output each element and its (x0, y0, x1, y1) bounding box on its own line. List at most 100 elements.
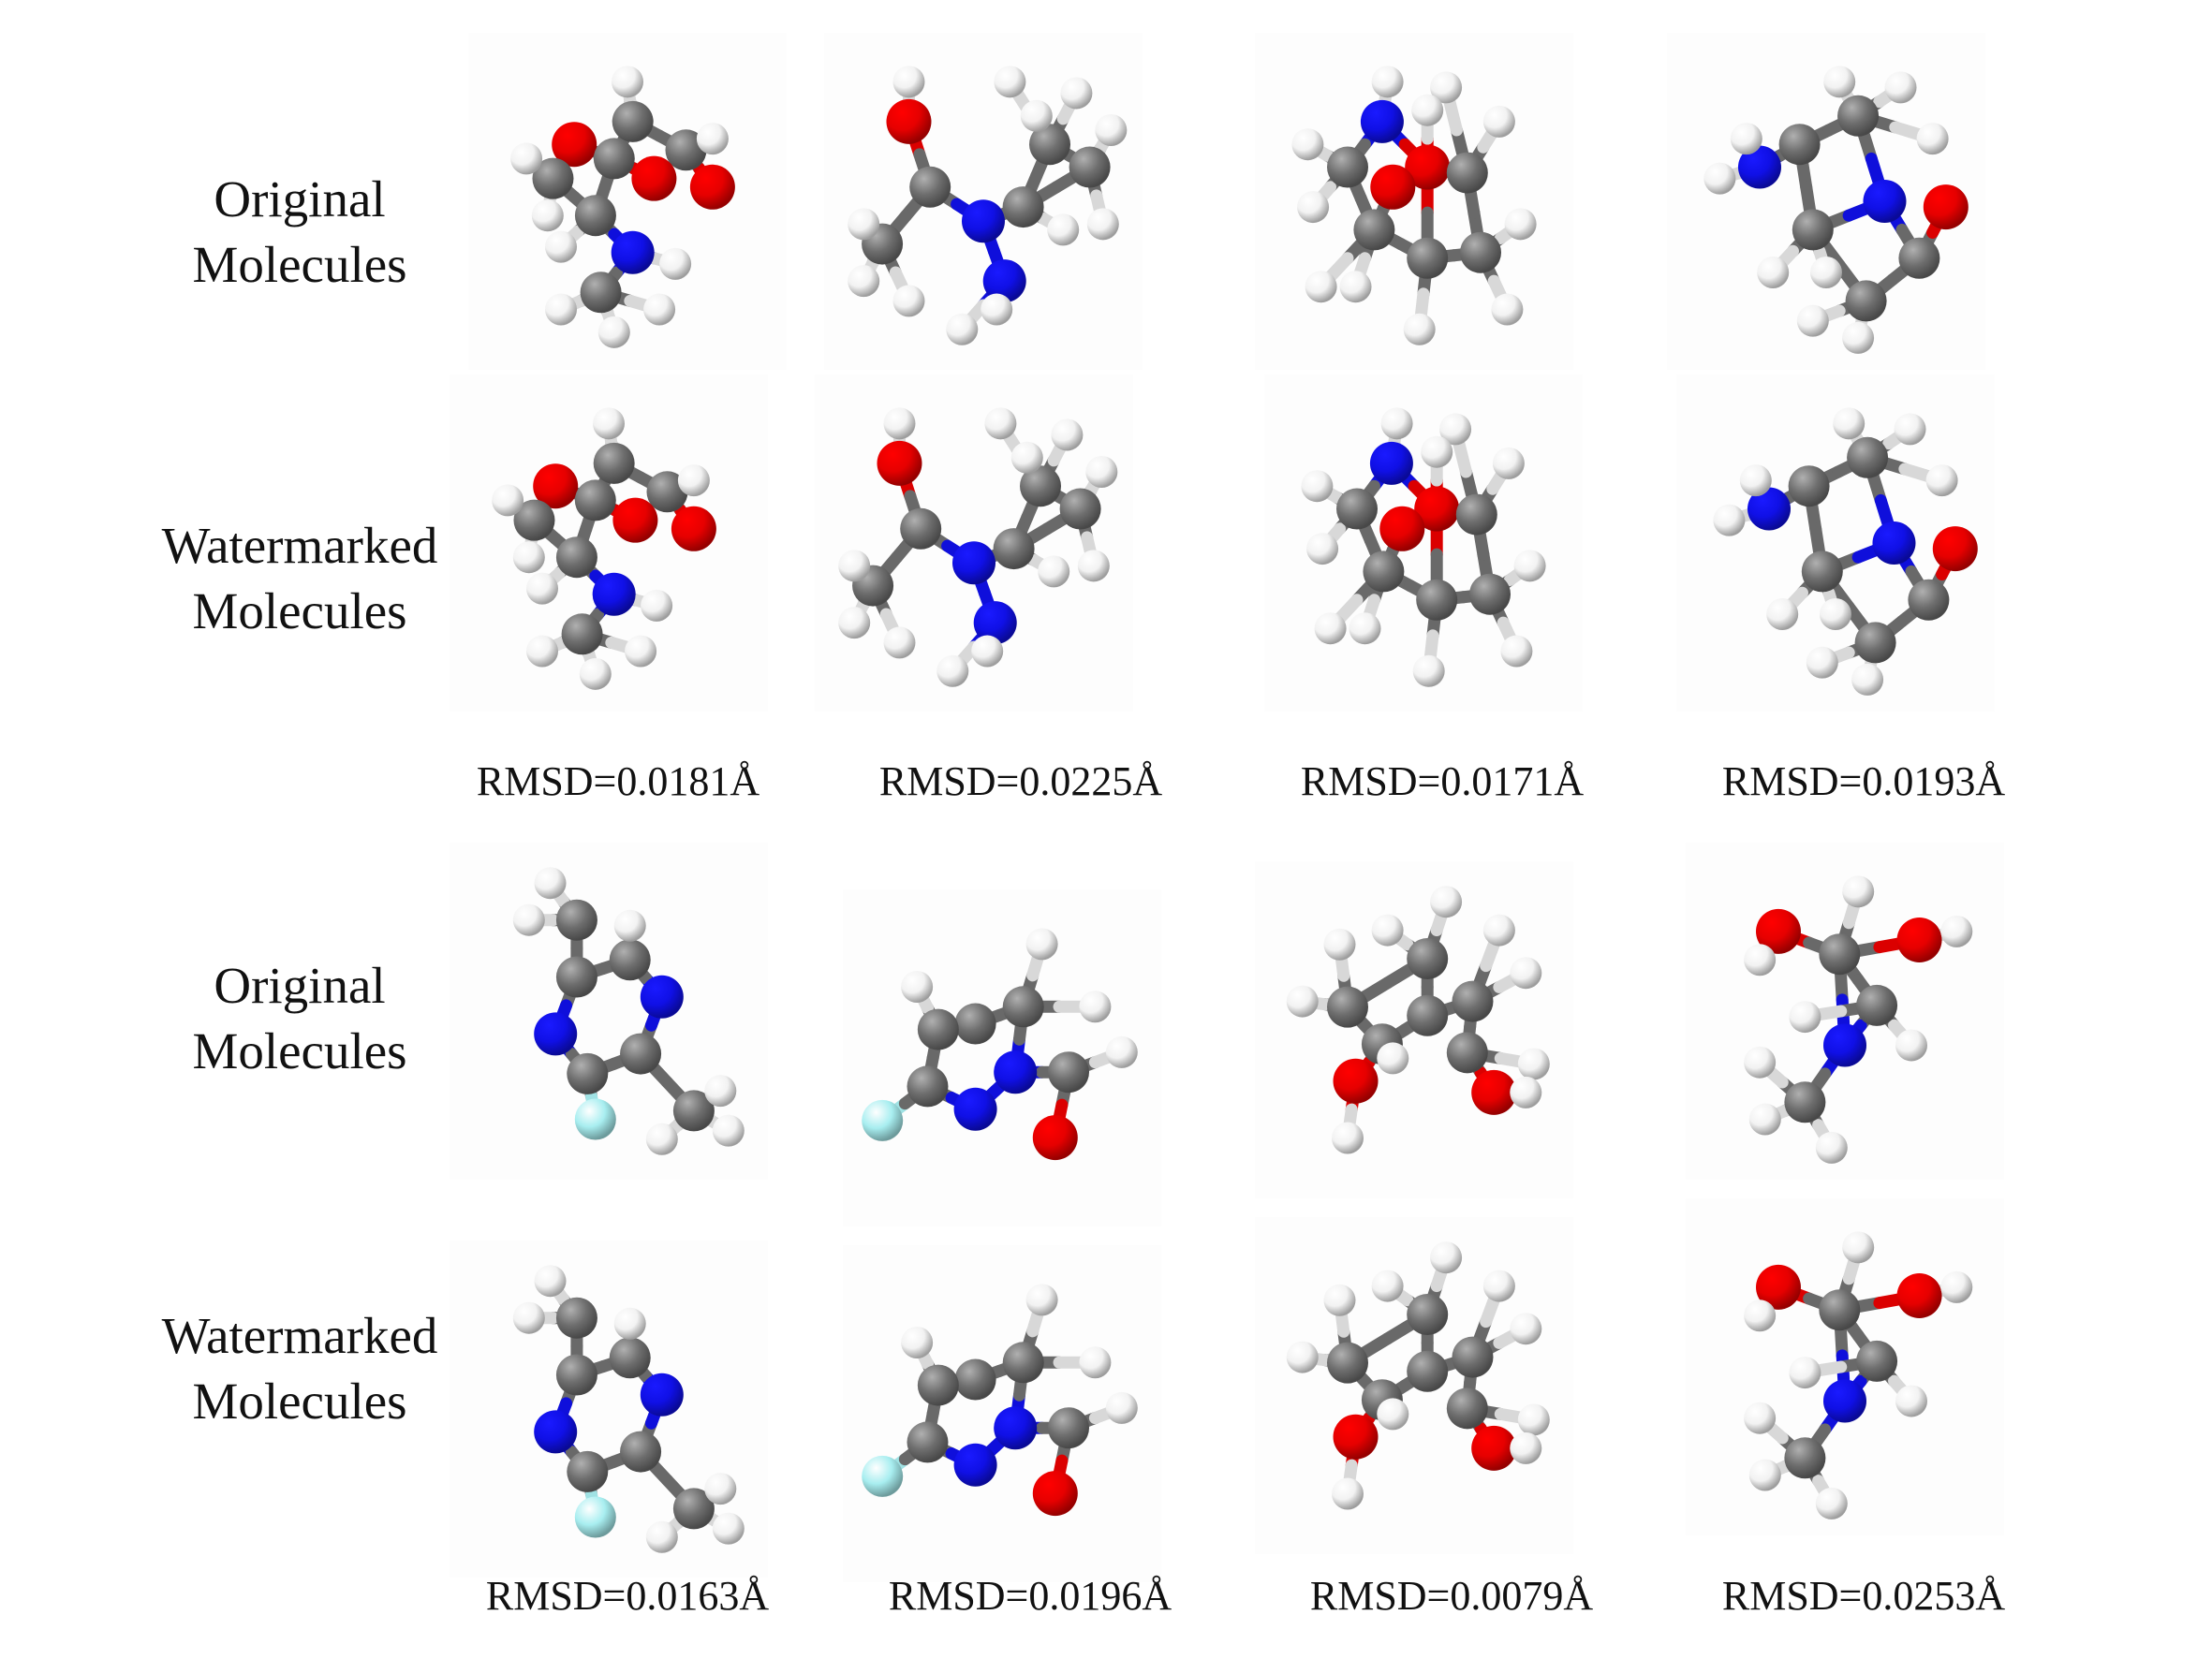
atom-oxygen (1756, 908, 1801, 954)
atom-hydrogen (1916, 123, 1949, 155)
atom-oxygen (877, 440, 922, 486)
atom-carbon (1847, 436, 1889, 478)
atom-carbon (1455, 493, 1497, 536)
atom-hydrogen (1332, 1477, 1364, 1510)
atom-hydrogen (1823, 66, 1856, 98)
atom-nitrogen (1872, 521, 1916, 565)
atom-carbon (593, 138, 635, 180)
row-label-watermarked-1: Watermarked Molecules (161, 517, 438, 639)
molecule-render (1703, 66, 1969, 354)
atom-hydrogen (1305, 271, 1337, 303)
molecule-render (1301, 407, 1546, 687)
atom-hydrogen (1744, 1402, 1777, 1434)
atom-carbon (567, 1052, 609, 1094)
atom-hydrogen (1810, 257, 1842, 288)
atom-oxygen (886, 98, 932, 144)
atom-oxygen (1032, 1471, 1078, 1517)
atom-hydrogen (625, 635, 657, 668)
atom-hydrogen (1371, 914, 1404, 947)
atom-carbon (1819, 1289, 1861, 1331)
row-label-watermarked-2: Watermarked Molecules (161, 1307, 438, 1430)
atom-carbon (1856, 1340, 1898, 1382)
row-label-original-1: Original Molecules (192, 170, 407, 293)
atom-hydrogen (704, 1473, 737, 1505)
molecule-watermarked-8 (1686, 1198, 2004, 1535)
atom-hydrogen (534, 867, 567, 900)
atom-oxygen (1370, 164, 1416, 210)
atom-nitrogen (1369, 441, 1413, 485)
atom-carbon (1407, 1294, 1449, 1335)
atom-oxygen (1471, 1069, 1517, 1115)
atom-hydrogen (1349, 612, 1381, 645)
atom-nitrogen (1738, 145, 1781, 189)
atom-carbon (900, 507, 942, 550)
atom-carbon (1784, 1437, 1826, 1479)
molecule-render (848, 66, 1128, 345)
atom-carbon (561, 613, 603, 655)
atom-hydrogen (545, 230, 577, 263)
atom-oxygen (1333, 1058, 1379, 1104)
atom-carbon (1059, 488, 1101, 530)
atom-nitrogen (640, 1373, 684, 1417)
molecule-render (1286, 1241, 1550, 1510)
atom-hydrogen (510, 142, 543, 175)
atom-nitrogen (534, 1012, 578, 1056)
atom-hydrogen (1306, 533, 1339, 565)
atom-hydrogen (1403, 313, 1436, 345)
atom-hydrogen (512, 903, 545, 936)
atom-carbon (1363, 551, 1405, 593)
molecule-original-5 (450, 843, 768, 1180)
atom-carbon (1407, 1350, 1449, 1392)
atom-carbon (555, 899, 597, 941)
atom-carbon (1469, 573, 1511, 615)
atom-hydrogen (1439, 413, 1472, 446)
atom-carbon (1854, 622, 1896, 664)
atom-hydrogen (712, 1114, 745, 1147)
atom-nitrogen (953, 1443, 997, 1487)
atom-carbon (1778, 124, 1821, 166)
atom-carbon (1837, 95, 1880, 137)
atom-hydrogen (994, 66, 1026, 98)
atom-nitrogen (952, 541, 995, 585)
atom-oxygen (1932, 526, 1978, 572)
atom-nitrogen (973, 601, 1017, 645)
atom-hydrogen (1842, 321, 1875, 354)
molecule-original-4 (1667, 33, 1985, 370)
rmsd-label-4: RMSD=0.0193Å (1721, 758, 2006, 804)
atom-hydrogen (1517, 1403, 1550, 1436)
atom-carbon (620, 1431, 662, 1473)
atom-carbon (609, 1337, 651, 1379)
atom-oxygen (1896, 1273, 1942, 1318)
atom-carbon (1002, 986, 1044, 1028)
atom-hydrogen (696, 123, 729, 155)
atom-hydrogen (545, 293, 577, 326)
atom-oxygen (631, 155, 677, 201)
atom-carbon (555, 536, 597, 579)
atom-hydrogen (1748, 1459, 1781, 1491)
atom-carbon (580, 272, 622, 314)
atom-hydrogen (1047, 213, 1080, 246)
molecule-watermarked-6 (843, 1245, 1161, 1582)
atom-carbon (917, 1008, 959, 1050)
molecule-watermarked-2 (815, 374, 1133, 712)
atom-hydrogen (892, 285, 925, 317)
atom-nitrogen (1747, 487, 1791, 531)
atom-hydrogen (1301, 470, 1334, 503)
atom-fluorine (862, 1455, 904, 1497)
atom-hydrogen (1895, 1029, 1927, 1062)
molecule-original-8 (1686, 843, 2004, 1180)
atom-hydrogen (1500, 635, 1533, 668)
atom-hydrogen (1085, 456, 1118, 488)
atom-carbon (907, 1421, 949, 1463)
atom-carbon (1336, 488, 1378, 530)
atom-hydrogen (1077, 550, 1110, 582)
atom-hydrogen (1842, 1231, 1875, 1264)
atom-hydrogen (1286, 1341, 1319, 1373)
atom-hydrogen (1895, 1385, 1927, 1417)
atom-hydrogen (1297, 191, 1330, 224)
atom-hydrogen (1815, 1131, 1848, 1164)
atom-hydrogen (534, 1265, 567, 1298)
atom-carbon (993, 528, 1035, 570)
atom-hydrogen (1430, 71, 1463, 104)
atom-hydrogen (1842, 875, 1875, 908)
